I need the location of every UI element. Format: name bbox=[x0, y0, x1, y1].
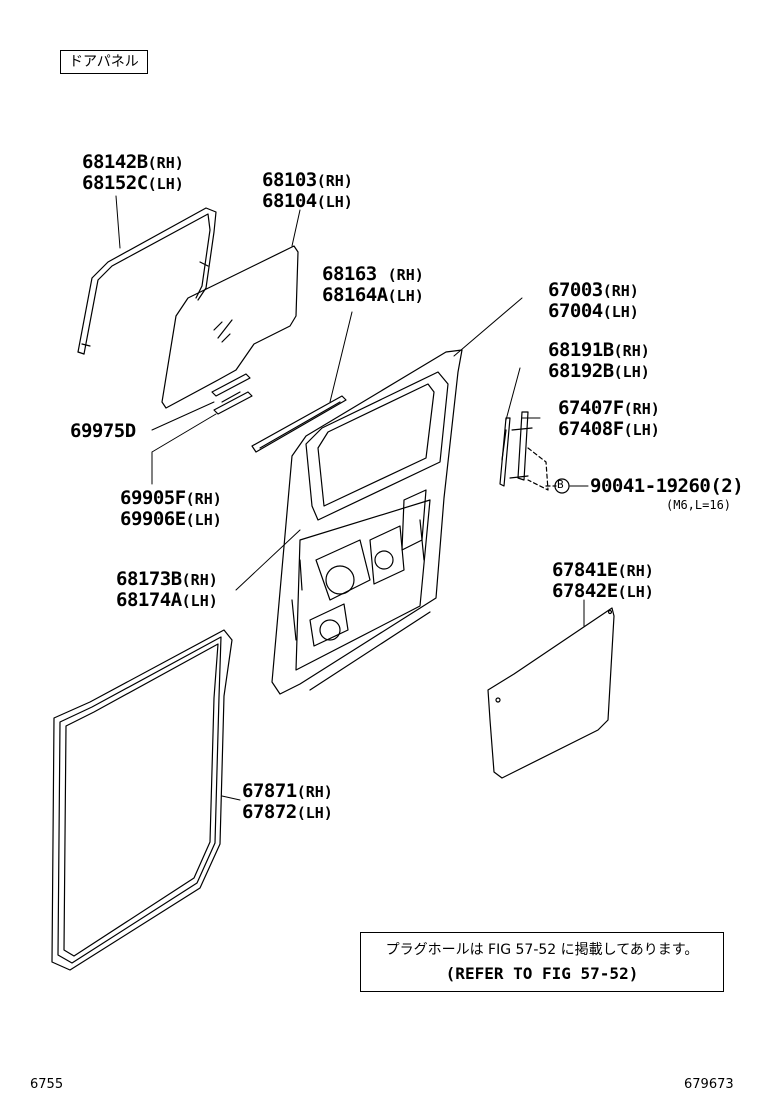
glass-guide-rail bbox=[499, 417, 511, 487]
part-label-68163: 68163 (RH) 68164A(LH) bbox=[322, 263, 424, 306]
part-label-69905: 69905F(RH) 69906E(LH) bbox=[120, 487, 222, 530]
section-label: ドアパネル bbox=[60, 50, 148, 74]
part-label-67841: 67841E(RH) 67842E(LH) bbox=[552, 559, 654, 602]
part-label-67871: 67871(RH) 67872(LH) bbox=[242, 780, 333, 823]
leader-lines bbox=[115, 195, 589, 801]
part-label-69975: 69975D bbox=[70, 420, 136, 442]
service-hole-cover bbox=[487, 607, 615, 779]
run-channel-bracket bbox=[509, 411, 557, 491]
bolt-callout-letter: B bbox=[557, 478, 564, 491]
part-label-68191: 68191B(RH) 68192B(LH) bbox=[548, 339, 650, 382]
bolt-spec: (M6,L=16) bbox=[666, 498, 732, 512]
bolt-callout-circle bbox=[554, 478, 570, 494]
reference-note-english: (REFER TO FIG 57-52) bbox=[445, 964, 639, 983]
reference-note-japanese: プラグホールは FIG 57-52 に掲載してあります。 bbox=[385, 942, 699, 958]
glass-run-channel bbox=[77, 207, 217, 355]
glass-clips bbox=[211, 373, 253, 415]
reference-note: プラグホールは FIG 57-52 に掲載してあります。 (REFER TO F… bbox=[360, 932, 724, 992]
part-label-68103: 68103(RH) 68104(LH) bbox=[262, 169, 353, 212]
belt-weatherstrip bbox=[251, 395, 347, 453]
part-label-67003: 67003(RH) 67004(LH) bbox=[548, 279, 639, 322]
door-panel bbox=[271, 349, 463, 695]
footer-left-number: 6755 bbox=[30, 1077, 64, 1092]
part-label-67407: 67407F(RH) 67408F(LH) bbox=[558, 397, 660, 440]
door-weatherstrip bbox=[51, 629, 233, 971]
part-label-68142: 68142B(RH) 68152C(LH) bbox=[82, 151, 184, 194]
bolt-label: 90041-19260(2) bbox=[590, 475, 744, 497]
part-label-68173: 68173B(RH) 68174A(LH) bbox=[116, 568, 218, 611]
door-glass bbox=[161, 245, 299, 409]
footer-right-number: 679673 bbox=[684, 1077, 734, 1092]
